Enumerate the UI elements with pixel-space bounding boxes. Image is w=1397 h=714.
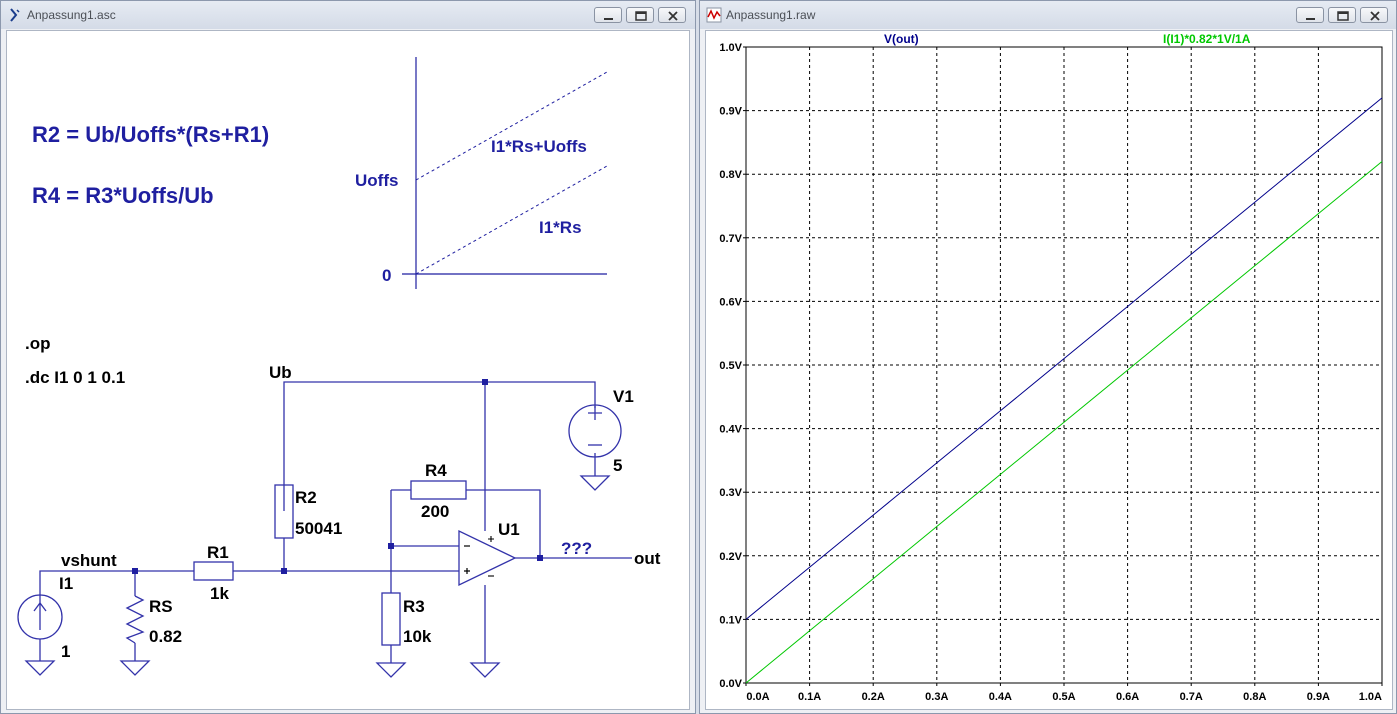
ground-icon: [119, 660, 151, 676]
x-tick-label: 0.1A: [798, 691, 821, 703]
schematic-app-icon: [10, 8, 20, 22]
minimize-icon: [604, 18, 613, 20]
restore-button[interactable]: [626, 7, 654, 23]
schematic-window[interactable]: Anpassung1.asc R2 = Ub/Uoffs*(Rs+R1) R4 …: [0, 0, 696, 714]
y-tick-label: 0.8V: [719, 169, 742, 181]
y-tick-label: 0.4V: [719, 424, 742, 436]
wires[interactable]: [39, 381, 632, 663]
trace-label-current[interactable]: I(I1)*0.82*1V/1A: [1163, 32, 1251, 46]
spice-directive-dc[interactable]: .dc I1 0 1 0.1: [25, 368, 125, 387]
x-tick-label: 0.4A: [989, 691, 1012, 703]
minimize-button[interactable]: [1296, 7, 1324, 23]
minimize-button[interactable]: [594, 7, 622, 23]
net-label-ub[interactable]: Ub: [269, 363, 292, 382]
schematic-drawing[interactable]: R2 = Ub/Uoffs*(Rs+R1) R4 = R3*Uoffs/Ub U…: [7, 31, 689, 709]
restore-button[interactable]: [1328, 7, 1356, 23]
i1-current-source[interactable]: [17, 594, 63, 640]
x-tick-label: 0.5A: [1052, 691, 1075, 703]
r2-value: 50041: [295, 519, 342, 538]
y-tick-label: 0.5V: [719, 360, 742, 372]
net-label-vshunt[interactable]: vshunt: [61, 551, 117, 570]
y-tick-label: 0.0V: [719, 678, 742, 690]
close-button[interactable]: [1360, 7, 1388, 23]
graph-label-base-line: I1*Rs: [539, 218, 582, 237]
r3-value: 10k: [403, 627, 432, 646]
y-tick-label: 0.9V: [719, 106, 742, 118]
spice-directive-op[interactable]: .op: [25, 334, 51, 353]
x-tick-label: 1.0A: [1359, 691, 1382, 703]
trace-series-1[interactable]: [745, 161, 1383, 684]
r2-name: R2: [295, 488, 317, 507]
probe-label: ???: [561, 539, 592, 558]
i1-value: 1: [61, 642, 70, 661]
close-button[interactable]: [658, 7, 686, 23]
minimize-icon: [1306, 18, 1315, 20]
i1-name: I1: [59, 574, 73, 593]
schematic-titlebar[interactable]: Anpassung1.asc: [1, 1, 695, 29]
y-tick-label: 0.2V: [719, 551, 742, 563]
rs-name: RS: [149, 597, 173, 616]
junction-dots: [132, 379, 543, 574]
net-label-out[interactable]: out: [634, 549, 661, 568]
close-icon: [668, 11, 678, 21]
r1-resistor[interactable]: [193, 561, 234, 581]
r4-name: R4: [425, 461, 447, 480]
ground-icon: [469, 662, 501, 678]
x-tick-label: 0.2A: [862, 691, 885, 703]
x-tick-label: 0.3A: [925, 691, 948, 703]
schematic-canvas[interactable]: R2 = Ub/Uoffs*(Rs+R1) R4 = R3*Uoffs/Ub U…: [6, 30, 690, 710]
x-tick-label: 0.6A: [1116, 691, 1139, 703]
u1-opamp[interactable]: [458, 529, 517, 587]
trace-label-vout[interactable]: V(out): [884, 32, 919, 46]
trace-series-0[interactable]: [745, 97, 1383, 620]
ground-icon: [375, 662, 407, 678]
u1-name: U1: [498, 520, 520, 539]
waveform-chart[interactable]: 0.0V 0.1V 0.2V 0.3V 0.4V 0.5V 0.6V 0.7V 0.8V 0.9V…: [706, 31, 1392, 709]
graph-label-offset-line: I1*Rs+Uoffs: [491, 137, 587, 156]
r4-resistor[interactable]: [410, 480, 467, 500]
close-icon: [1370, 11, 1380, 21]
graph-label-uoffs: Uoffs: [355, 171, 398, 190]
ground-icon: [579, 475, 611, 491]
y-tick-label: 0.7V: [719, 233, 742, 245]
rs-resistor[interactable]: [125, 595, 145, 644]
schematic-window-title: Anpassung1.asc: [27, 8, 116, 22]
v1-value: 5: [613, 456, 622, 475]
x-tick-label: 0.7A: [1180, 691, 1203, 703]
r3-name: R3: [403, 597, 425, 616]
y-tick-label: 0.1V: [719, 614, 742, 626]
offset-sketch-graph: [402, 57, 608, 289]
r3-resistor[interactable]: [381, 592, 401, 646]
v1-name: V1: [613, 387, 634, 406]
plot-grid: [746, 47, 1382, 683]
y-tick-label: 0.6V: [719, 296, 742, 308]
rs-value: 0.82: [149, 627, 182, 646]
waveform-app-icon: [706, 7, 722, 23]
formula-r2: R2 = Ub/Uoffs*(Rs+R1): [32, 122, 269, 147]
y-tick-label: 0.3V: [719, 487, 742, 499]
formula-r4: R4 = R3*Uoffs/Ub: [32, 183, 214, 208]
y-tick-label: 1.0V: [719, 42, 742, 54]
waveform-plot-pane[interactable]: 0.0V 0.1V 0.2V 0.3V 0.4V 0.5V 0.6V 0.7V 0.8V 0.9V…: [705, 30, 1393, 710]
x-tick-label: 0.0A: [746, 691, 769, 703]
x-tick-label: 0.9A: [1307, 691, 1330, 703]
ground-icon: [24, 660, 56, 676]
v1-voltage-source[interactable]: [568, 404, 622, 458]
x-tick-label: 0.8A: [1243, 691, 1266, 703]
waveform-titlebar[interactable]: Anpassung1.raw: [700, 1, 1396, 29]
r4-value: 200: [421, 502, 449, 521]
ground-symbols: [24, 475, 611, 678]
r1-name: R1: [207, 543, 229, 562]
restore-icon: [1337, 11, 1349, 21]
waveform-window-title: Anpassung1.raw: [726, 8, 816, 22]
r1-value: 1k: [210, 584, 229, 603]
restore-icon: [635, 11, 647, 21]
r2-resistor[interactable]: [274, 484, 294, 539]
graph-label-zero: 0: [382, 266, 391, 285]
